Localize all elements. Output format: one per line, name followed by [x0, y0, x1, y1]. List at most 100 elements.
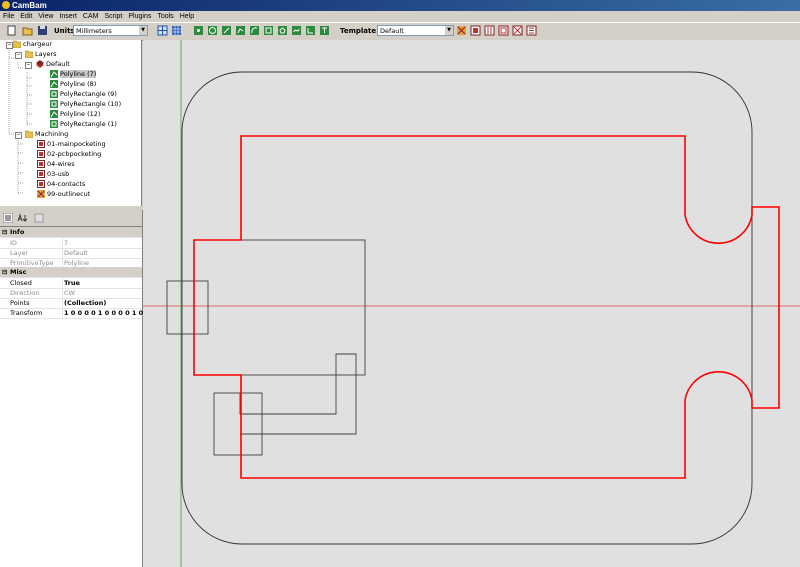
prop-row-points[interactable]: Points(Collection): [0, 298, 142, 309]
prop-category-misc[interactable]: ⊟Misc: [0, 267, 142, 278]
draw-rectangle-icon[interactable]: [263, 25, 274, 36]
template-dropdown[interactable]: Default▼: [377, 25, 454, 36]
contacts-rectangle-shape[interactable]: [213, 392, 263, 456]
draw-spline-icon[interactable]: [291, 25, 302, 36]
polyrectangle-icon: [50, 120, 58, 128]
polyrectangle-icon: [50, 90, 58, 98]
tree-item-polyrectangle-10[interactable]: PolyRectangle (10): [50, 100, 121, 109]
machining-pocket-icon[interactable]: [470, 25, 481, 36]
tree-item-polyline-7[interactable]: Polyline (7): [50, 70, 97, 79]
tree-mop-wires[interactable]: 04-wires: [37, 160, 75, 169]
machining-drill-icon[interactable]: [484, 25, 495, 36]
draw-arc-icon[interactable]: [249, 25, 260, 36]
collapse-root-toggle[interactable]: −: [6, 42, 13, 49]
menu-edit[interactable]: Edit: [20, 13, 33, 20]
save-icon[interactable]: [37, 25, 48, 36]
tree-item-polyline-12[interactable]: Polyline (12): [50, 110, 100, 119]
menu-script[interactable]: Script: [104, 13, 123, 20]
polyline-icon: [50, 110, 58, 118]
menu-help[interactable]: Help: [179, 13, 195, 20]
tree-root[interactable]: chargeur: [13, 40, 52, 49]
menu-file[interactable]: File: [3, 13, 15, 20]
prop-value[interactable]: 1 0 0 0 0 1 0 0 0 0 1 0: [62, 308, 144, 318]
snap-grid-icon[interactable]: [157, 25, 168, 36]
drawing-canvas[interactable]: [143, 40, 800, 567]
draw-polygon-icon[interactable]: [277, 25, 288, 36]
machining-profile-icon[interactable]: [456, 25, 467, 36]
folder-open-icon: [13, 40, 21, 48]
collapse-default-layer-toggle[interactable]: −: [25, 62, 32, 69]
property-pages-icon[interactable]: [34, 213, 44, 223]
collapse-misc-toggle[interactable]: ⊟: [2, 268, 8, 276]
tree-layers[interactable]: Layers: [25, 50, 57, 59]
menu-insert[interactable]: Insert: [59, 13, 77, 20]
machining-3d-icon[interactable]: [512, 25, 523, 36]
pocket-operation-icon: [37, 160, 45, 168]
generate-gcode-icon[interactable]: [526, 25, 537, 36]
tree-machining[interactable]: Machining: [25, 130, 68, 139]
units-dropdown[interactable]: Millimeters▼: [73, 25, 148, 36]
categorized-view-icon[interactable]: [3, 213, 13, 223]
draw-text-icon[interactable]: [319, 25, 330, 36]
draw-polyline-icon[interactable]: [235, 25, 246, 36]
prop-category-info[interactable]: ⊟Info: [0, 227, 142, 238]
collapse-layers-toggle[interactable]: −: [15, 52, 22, 59]
open-folder-icon[interactable]: [22, 25, 33, 36]
tree-item-label: Polyline (12): [60, 110, 101, 118]
menu-cam[interactable]: CAM: [82, 13, 99, 20]
menu-view[interactable]: View: [38, 13, 54, 20]
menu-tools[interactable]: Tools: [157, 13, 174, 20]
draw-line-icon[interactable]: [221, 25, 232, 36]
menu-bar: File Edit View Insert CAM Script Plugins Tools H…: [0, 11, 800, 22]
show-grid-icon[interactable]: [171, 25, 182, 36]
template-label: Template: [340, 27, 377, 35]
machining-engrave-icon[interactable]: [498, 25, 509, 36]
tree-mop-usb[interactable]: 03-usb: [37, 170, 69, 179]
tree-mop-contacts[interactable]: 04-contacts: [37, 180, 85, 189]
tree-mop-mainpocketing[interactable]: 01-mainpocketing: [37, 140, 106, 149]
tree-item-polyline-8[interactable]: Polyline (8): [50, 80, 96, 89]
polyline-icon: [50, 70, 58, 78]
tree-mop-label: 02-pcbpocketing: [47, 150, 102, 158]
selected-polyline-shape[interactable]: [193, 135, 780, 479]
tree-connector-lines: [8, 50, 33, 194]
wire-polyline-shape[interactable]: [239, 353, 357, 435]
draw-point-icon[interactable]: [193, 25, 204, 36]
menu-plugins[interactable]: Plugins: [128, 13, 152, 20]
prop-key: Direction: [10, 289, 40, 297]
collapse-machining-toggle[interactable]: −: [15, 132, 22, 139]
tree-item-polyrectangle-1[interactable]: PolyRectangle (1): [50, 120, 117, 129]
chevron-down-icon: ▼: [445, 26, 453, 35]
collapse-info-toggle[interactable]: ⊟: [2, 228, 8, 236]
tree-mop-outlinecut[interactable]: 99-outlinecut: [37, 190, 90, 199]
prop-key: ID: [10, 239, 17, 247]
tree-mop-label: 99-outlinecut: [47, 190, 91, 198]
tree-default-layer[interactable]: Default: [36, 60, 70, 69]
prop-value: Default: [62, 248, 144, 258]
new-file-icon[interactable]: [6, 25, 17, 36]
tree-mop-pcbpocketing[interactable]: 02-pcbpocketing: [37, 150, 101, 159]
tree-mop-label: 03-usb: [47, 170, 70, 178]
prop-value[interactable]: (Collection): [62, 298, 144, 308]
draw-region-icon[interactable]: [305, 25, 316, 36]
panel-splitter[interactable]: [0, 207, 142, 210]
polyrectangle-icon: [50, 100, 58, 108]
board-outline-shape[interactable]: [181, 71, 753, 545]
usb-rectangle-shape[interactable]: [166, 280, 209, 335]
property-toolbar: [0, 210, 142, 227]
pocket-operation-icon: [37, 180, 45, 188]
prop-key: PrimitiveType: [10, 259, 54, 267]
tree-item-label: PolyRectangle (1): [60, 120, 117, 128]
prop-value[interactable]: True: [62, 278, 144, 288]
draw-circle-icon[interactable]: [207, 25, 218, 36]
prop-value: Polyline: [62, 258, 144, 268]
alphabetical-sort-icon[interactable]: [17, 213, 29, 223]
drawing-tree: − chargeur − Layers − Default Polyline (…: [0, 40, 142, 206]
tree-item-polyrectangle-9[interactable]: PolyRectangle (9): [50, 90, 117, 99]
tree-mop-label: 01-mainpocketing: [47, 140, 106, 148]
